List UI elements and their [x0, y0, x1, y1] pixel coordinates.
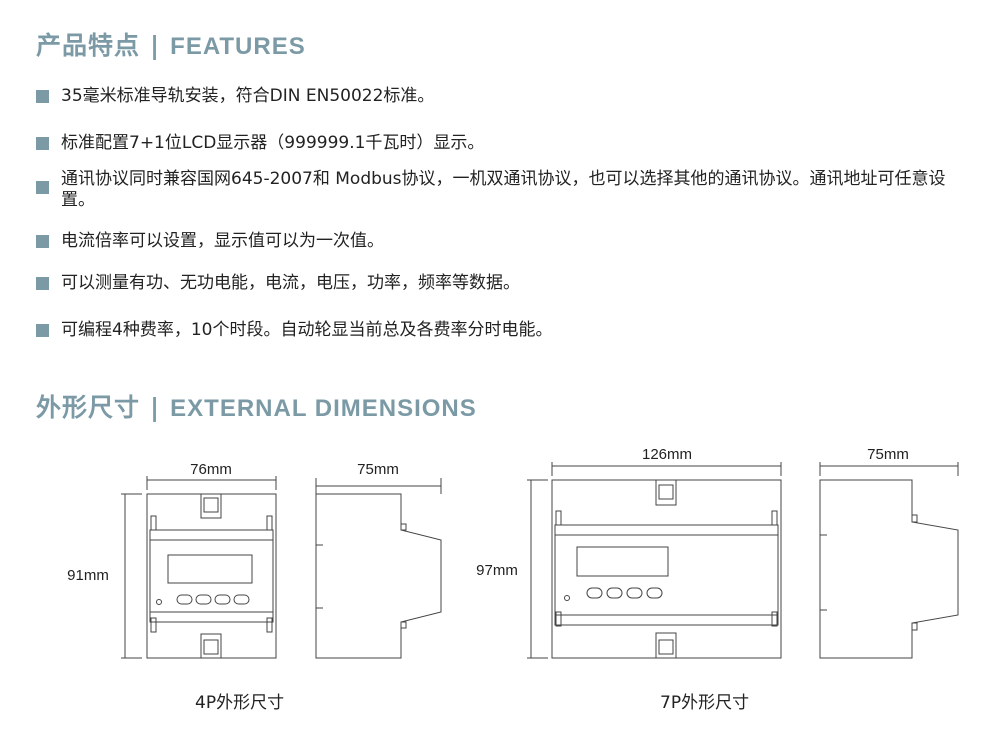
- dimensions-title-cn: 外形尺寸: [36, 393, 141, 422]
- feature-item-1: 35毫米标准导轨安装，符合DIN EN50022标准。: [36, 86, 961, 107]
- feature-text: 可以测量有功、无功电能，电流，电压，功率，频率等数据。: [61, 273, 520, 293]
- feature-text: 电流倍率可以设置，显示值可以为一次值。: [61, 231, 384, 251]
- features-separator: |: [150, 31, 161, 60]
- bullet-square-icon: [36, 277, 49, 290]
- height-label-7p: 97mm: [476, 562, 518, 579]
- feature-item-6: 可编程4种费率，10个时段。自动轮显当前总及各费率分时电能。: [36, 320, 961, 341]
- drawing-4p-front: 76mm 91mm: [67, 461, 277, 659]
- features-heading: 产品特点 | FEATURES: [36, 26, 306, 62]
- drawing-7p-front: 126mm 97mm: [476, 446, 782, 659]
- bullet-square-icon: [36, 324, 49, 337]
- drawing-7p-side: 75mm: [819, 446, 959, 659]
- width-label-7p: 126mm: [642, 446, 692, 463]
- width-label-4p: 76mm: [190, 461, 232, 478]
- features-title-cn: 产品特点: [36, 31, 141, 60]
- feature-item-3: 通讯协议同时兼容国网645-2007和 Modbus协议，一机双通讯协议，也可以…: [36, 169, 951, 211]
- depth-label-4p: 75mm: [357, 461, 399, 478]
- height-label-4p: 91mm: [67, 567, 109, 584]
- feature-text: 可编程4种费率，10个时段。自动轮显当前总及各费率分时电能。: [61, 320, 553, 340]
- drawing-4p-side: 75mm: [315, 461, 442, 659]
- features-title-en: FEATURES: [170, 33, 306, 60]
- bullet-square-icon: [36, 181, 49, 194]
- bullet-square-icon: [36, 90, 49, 103]
- feature-text: 通讯协议同时兼容国网645-2007和 Modbus协议，一机双通讯协议，也可以…: [61, 169, 946, 210]
- feature-item-2: 标准配置7+1位LCD显示器（999999.1千瓦时）显示。: [36, 133, 961, 154]
- caption-7p: 7P外形尺寸: [660, 693, 750, 713]
- bullet-square-icon: [36, 137, 49, 150]
- feature-text: 标准配置7+1位LCD显示器（999999.1千瓦时）显示。: [61, 133, 485, 153]
- feature-item-5: 可以测量有功、无功电能，电流，电压，功率，频率等数据。: [36, 273, 961, 294]
- feature-text: 35毫米标准导轨安装，符合DIN EN50022标准。: [61, 86, 435, 106]
- bullet-square-icon: [36, 235, 49, 248]
- dimensions-title-en: EXTERNAL DIMENSIONS: [170, 395, 477, 422]
- feature-item-4: 电流倍率可以设置，显示值可以为一次值。: [36, 231, 961, 252]
- dimensions-separator: |: [150, 393, 161, 422]
- dimensions-heading: 外形尺寸 | EXTERNAL DIMENSIONS: [36, 388, 477, 424]
- depth-label-7p: 75mm: [867, 446, 909, 463]
- caption-4p: 4P外形尺寸: [195, 693, 285, 713]
